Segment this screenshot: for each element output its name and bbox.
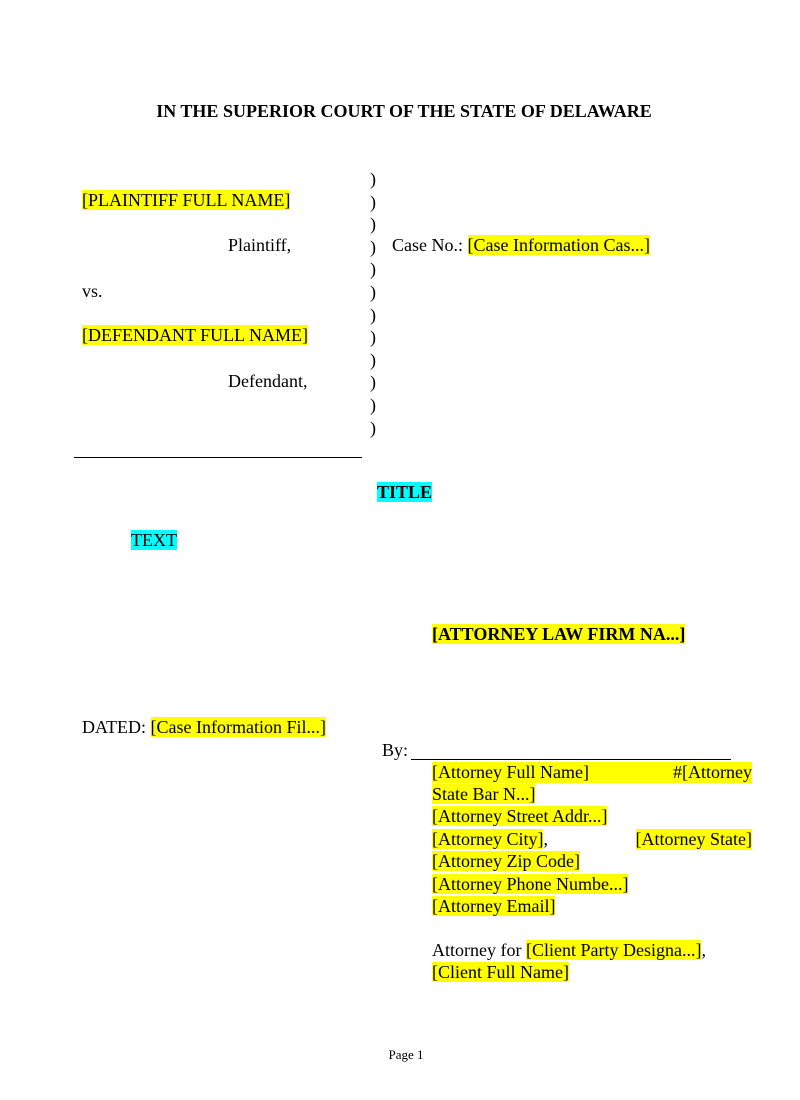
case-number-field: [Case Information Cas...] bbox=[467, 235, 650, 255]
attorney-email-field: [Attorney Email] bbox=[432, 896, 556, 916]
attorney-name-line: [Attorney Full Name] #[Attorney bbox=[432, 762, 752, 783]
caption-paren: ) bbox=[370, 214, 376, 235]
document-title: TITLE bbox=[377, 482, 433, 503]
defendant-label: Defendant, bbox=[228, 371, 308, 391]
attorney-bar-field: State Bar N...] bbox=[432, 784, 536, 804]
dated-line: DATED: [Case Information Fil...] bbox=[82, 717, 326, 738]
client-party-comma: , bbox=[701, 940, 706, 960]
page-number: Page 1 bbox=[388, 1047, 424, 1062]
by-label: By: bbox=[382, 740, 409, 760]
case-number: Case No.: [Case Information Cas...] bbox=[392, 235, 650, 256]
caption-paren: ) bbox=[370, 372, 376, 393]
attorney-city-state-line: [Attorney City], [Attorney State] bbox=[432, 829, 752, 850]
attorney-phone-field: [Attorney Phone Numbe...] bbox=[432, 874, 629, 894]
document-text: TEXT bbox=[131, 530, 177, 551]
dated-label: DATED: bbox=[82, 717, 146, 737]
defendant-name-field: [DEFENDANT FULL NAME] bbox=[82, 325, 308, 345]
client-party-field: [Client Party Designa...] bbox=[525, 940, 702, 960]
caption-divider bbox=[74, 457, 362, 458]
caption-paren: ) bbox=[370, 191, 376, 212]
versus-label: vs. bbox=[82, 281, 103, 301]
attorney-city-field: [Attorney City] bbox=[432, 829, 544, 849]
attorney-name-field: [Attorney Full Name] bbox=[432, 762, 589, 782]
caption-paren: ) bbox=[370, 304, 376, 325]
defendant-name: [DEFENDANT FULL NAME] bbox=[82, 325, 308, 346]
title-field: TITLE bbox=[377, 482, 433, 502]
law-firm-field: [ATTORNEY LAW FIRM NA...] bbox=[432, 624, 686, 644]
attorney-email-line: [Attorney Email] bbox=[432, 896, 556, 917]
attorney-bar-line: State Bar N...] bbox=[432, 784, 536, 805]
text-field: TEXT bbox=[131, 530, 177, 550]
caption-paren: ) bbox=[370, 394, 376, 415]
attorney-for-label: Attorney for bbox=[432, 940, 522, 960]
caption-paren: ) bbox=[370, 169, 376, 189]
attorney-street-line: [Attorney Street Addr...] bbox=[432, 806, 608, 827]
caption-paren: ) bbox=[370, 417, 376, 438]
city-state-separator: , bbox=[543, 829, 548, 849]
case-number-label: Case No.: bbox=[392, 235, 463, 255]
law-firm-name: [ATTORNEY LAW FIRM NA...] bbox=[432, 624, 686, 645]
client-name-field: [Client Full Name] bbox=[432, 962, 569, 982]
caption-paren: ) bbox=[370, 349, 376, 370]
attorney-zip-field: [Attorney Zip Code] bbox=[432, 851, 580, 871]
dated-field: [Case Information Fil...] bbox=[150, 717, 326, 737]
attorney-state-field: [Attorney State] bbox=[635, 829, 752, 850]
signature-line bbox=[411, 759, 731, 760]
attorney-phone-line: [Attorney Phone Numbe...] bbox=[432, 874, 629, 895]
client-name-line: [Client Full Name] bbox=[432, 962, 569, 983]
caption-paren: ) bbox=[370, 236, 376, 257]
plaintiff-name: [PLAINTIFF FULL NAME] bbox=[82, 190, 291, 211]
caption-paren: ) bbox=[370, 259, 376, 280]
attorney-for-line: Attorney for [Client Party Designa...], bbox=[432, 940, 706, 961]
caption-parenthesis-column: ) ) ) ) ) ) ) ) ) ) ) ) bbox=[370, 168, 376, 439]
court-title: IN THE SUPERIOR COURT OF THE STATE OF DE… bbox=[156, 101, 652, 121]
caption-paren: ) bbox=[370, 281, 376, 302]
caption-paren: ) bbox=[370, 327, 376, 348]
plaintiff-name-field: [PLAINTIFF FULL NAME] bbox=[82, 190, 291, 210]
attorney-bar-prefix: #[Attorney bbox=[673, 762, 752, 782]
attorney-street-field: [Attorney Street Addr...] bbox=[432, 806, 608, 826]
plaintiff-label: Plaintiff, bbox=[228, 235, 292, 255]
attorney-zip-line: [Attorney Zip Code] bbox=[432, 851, 580, 872]
